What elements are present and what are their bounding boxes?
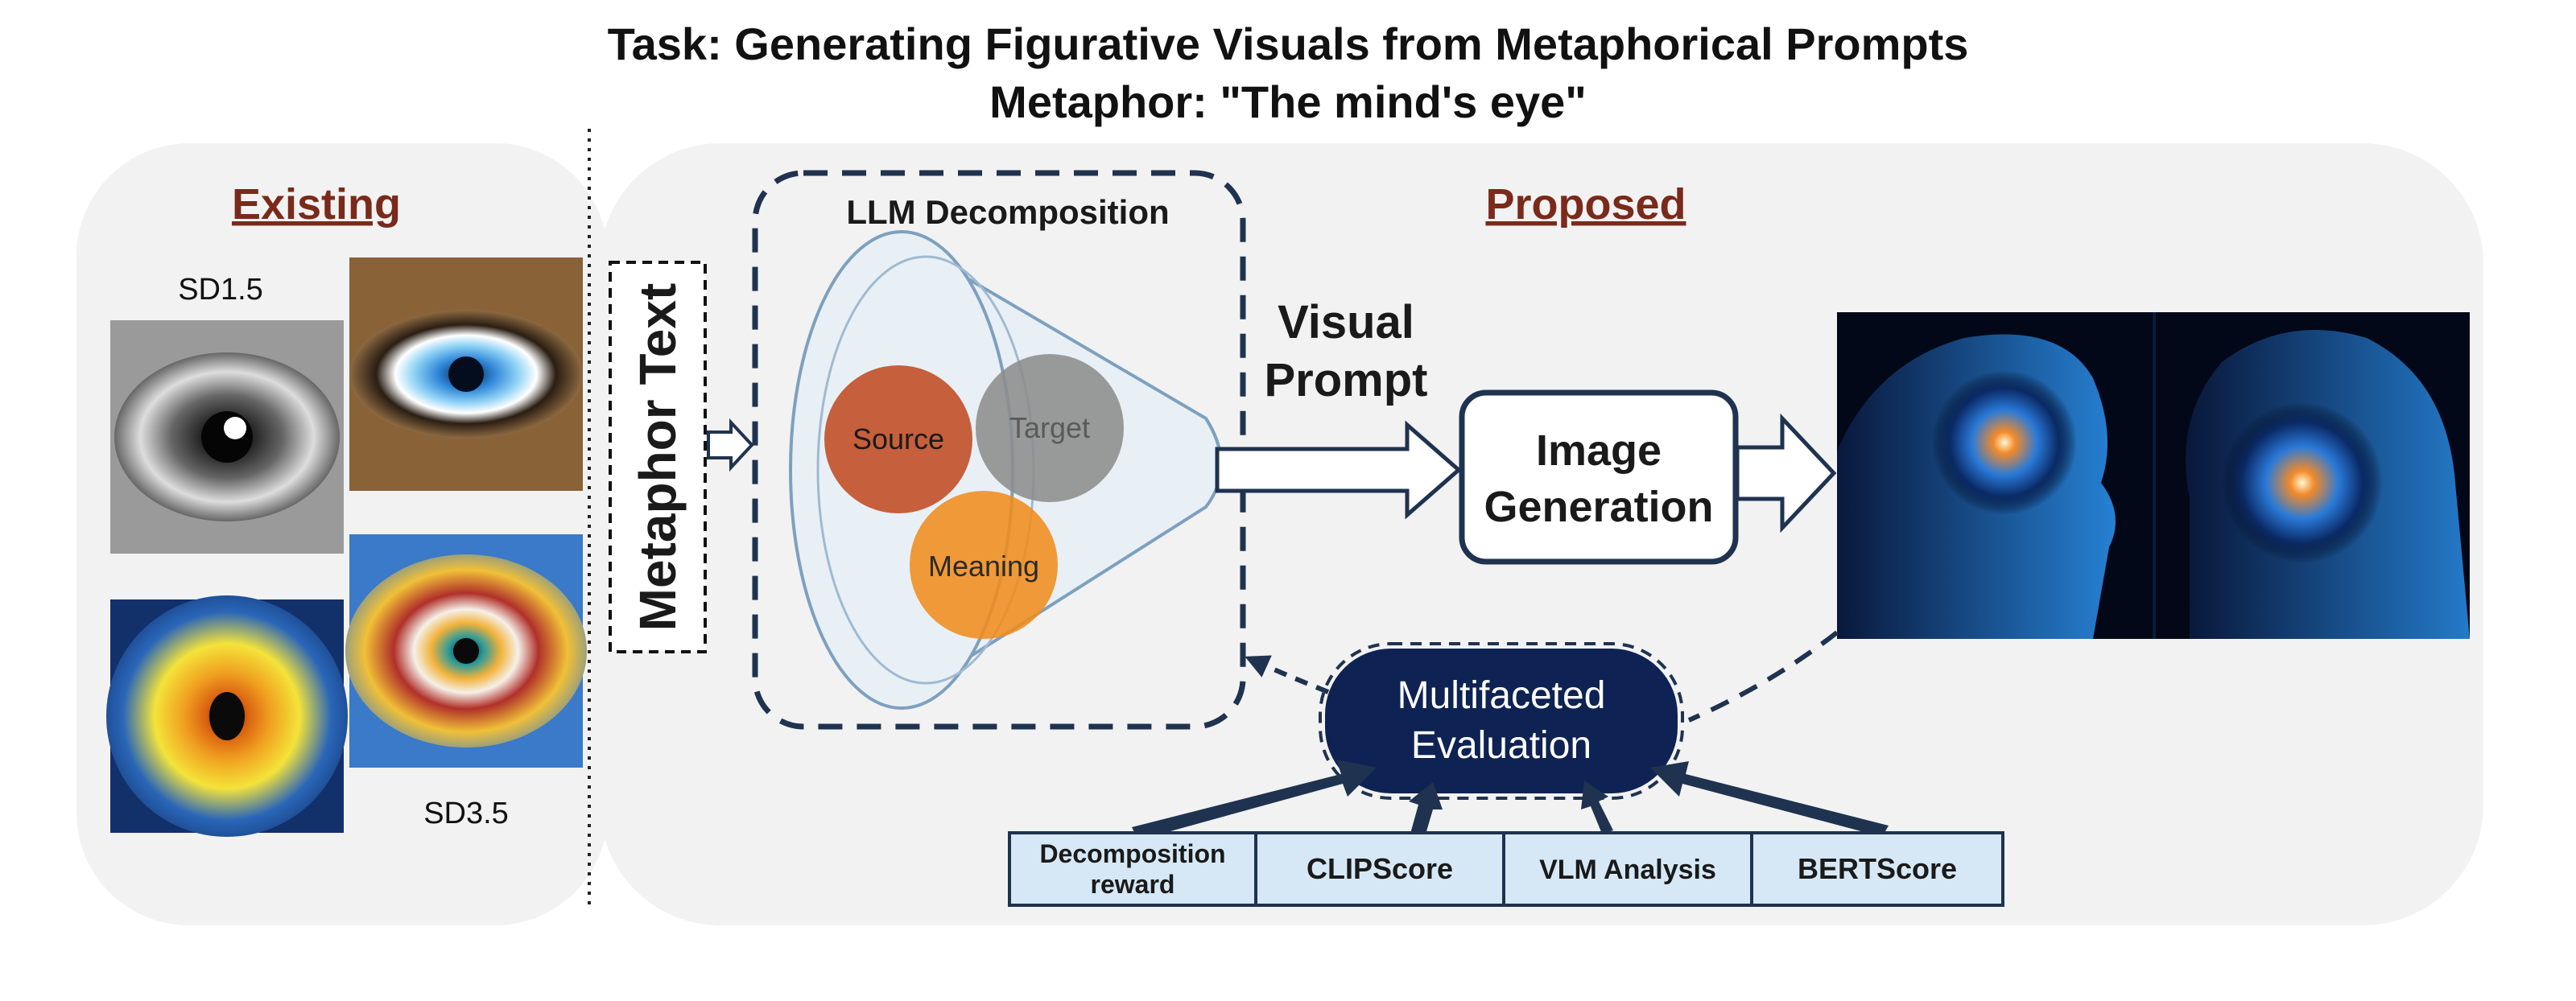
multifaceted-evaluation-box xyxy=(1325,649,1678,793)
metric-bertscore-label: BERTScore xyxy=(1798,852,1957,885)
image-generation-box xyxy=(1459,389,1739,565)
meaning-label: Meaning xyxy=(928,550,1039,583)
cosmic-head-profiles-image xyxy=(1837,312,2470,639)
visual-prompt-line1: Visual xyxy=(1278,296,1414,348)
colorful-eye-image xyxy=(345,534,587,768)
metaphor-text-label: Metaphor Text xyxy=(629,283,687,632)
blue-eye-image xyxy=(349,257,583,491)
source-label: Source xyxy=(852,422,944,455)
metric-decomposition-line1: Decomposition xyxy=(1039,839,1225,868)
image-generation-line1: Image xyxy=(1536,426,1662,475)
target-circle xyxy=(976,354,1124,502)
metric-box-vlm: VLM Analysis xyxy=(1502,831,1753,907)
proposed-heading: Proposed xyxy=(1485,180,1686,229)
grayscale-eye-image xyxy=(110,320,344,554)
visual-prompt-arrow xyxy=(1215,420,1462,520)
source-circle xyxy=(824,365,972,513)
visual-prompt-line2: Prompt xyxy=(1265,354,1428,406)
multifaceted-evaluation-outline xyxy=(1319,642,1684,800)
metaphor-title: Metaphor: "The mind's eye" xyxy=(989,76,1587,127)
metric-arrow-vlm xyxy=(1581,781,1613,834)
evaluation-to-llm-arrow xyxy=(1245,655,1330,694)
metric-decomposition-line2: reward xyxy=(1091,870,1175,899)
metric-clipscore-label: CLIPScore xyxy=(1307,852,1453,885)
task-title: Task: Generating Figurative Visuals from… xyxy=(608,19,1969,69)
metric-arrows xyxy=(1132,760,1889,840)
meaning-circle xyxy=(910,491,1058,639)
metric-arrow-decomposition xyxy=(1132,760,1377,840)
yellow-iris-eye-image xyxy=(106,595,348,837)
input-arrow xyxy=(707,418,754,472)
metric-arrow-bertscore xyxy=(1650,761,1889,837)
metric-box-decomposition: Decomposition reward xyxy=(1008,831,1257,907)
model-label-sd35: SD3.5 xyxy=(423,797,509,830)
llm-decomposition-title: LLM Decomposition xyxy=(846,193,1169,231)
metric-box-clipscore: CLIPScore xyxy=(1254,831,1505,907)
metric-arrow-clipscore xyxy=(1409,782,1443,837)
existing-heading: Existing xyxy=(232,180,401,229)
image-generation-line2: Generation xyxy=(1484,483,1713,531)
target-label: Target xyxy=(1009,411,1090,444)
generation-output-arrow xyxy=(1735,413,1837,533)
metaphor-text-box xyxy=(609,261,707,653)
evaluation-line2: Evaluation xyxy=(1411,724,1591,767)
model-label-sd15: SD1.5 xyxy=(178,273,263,307)
metric-vlm-label: VLM Analysis xyxy=(1539,855,1716,885)
evaluation-line1: Multifaceted xyxy=(1397,674,1606,717)
metric-box-bertscore: BERTScore xyxy=(1750,831,2004,907)
